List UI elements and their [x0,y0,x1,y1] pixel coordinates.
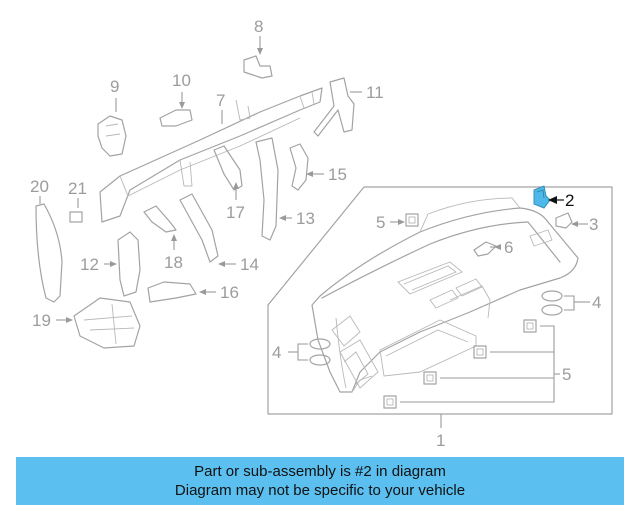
banner-line-part: Part or sub-assembly is #2 in diagram [194,463,446,480]
callout-1: 1 [436,431,445,450]
part-19-drawing [73,297,141,349]
callout-3: 3 [589,215,598,234]
part-9-drawing [97,115,127,157]
part-21-drawing [69,211,83,223]
callout-13: 13 [296,209,315,228]
callout-16: 16 [220,283,239,302]
part-1-group-box [267,186,613,415]
part-6-drawing [473,241,497,257]
callout-4-right: 4 [592,293,601,312]
callout-19: 19 [32,311,51,330]
callout-15: 15 [328,165,347,184]
part-10-drawing [159,109,193,127]
part-5-clips-lower [383,319,537,409]
part-5-clip-upper [405,213,419,227]
part-7-cross-beam [99,87,323,223]
part-8-drawing [243,55,273,79]
part-11-drawing [313,77,355,137]
callout-17: 17 [226,203,245,222]
instrument-panel-drawing [311,197,579,393]
part-14-drawing [179,193,219,263]
callout-5-upper: 5 [376,213,385,232]
part-2-highlighted [533,185,551,209]
parts-diagram: 1 2 3 4 4 5 5 6 7 8 9 10 11 12 13 14 15 … [30,17,613,450]
callout-7: 7 [216,91,225,110]
callout-12: 12 [80,255,99,274]
callout-8: 8 [254,17,263,36]
part-18-drawing [143,205,177,233]
callout-21: 21 [68,179,87,198]
part-13-drawing [255,137,279,241]
part-16-drawing [147,281,197,303]
callout-18: 18 [164,253,183,272]
callout-2: 2 [565,191,574,210]
part-3-drawing [555,212,573,229]
callout-10: 10 [172,71,191,90]
callout-5-lower: 5 [562,365,571,384]
info-banner: Part or sub-assembly is #2 in diagram Di… [16,457,624,505]
part-12-drawing [117,231,141,297]
callout-9: 9 [110,77,119,96]
part-4-grommet-right-a [541,290,563,302]
part-4-grommet-right-b [541,304,563,316]
part-20-drawing [35,203,63,303]
callout-11: 11 [366,83,384,102]
part-15-drawing [289,143,309,191]
part-17-drawing [213,145,243,191]
callout-6: 6 [504,238,513,257]
callout-14: 14 [240,255,259,274]
part-4-grommet-left-b [309,354,331,366]
banner-line-disclaimer: Diagram may not be specific to your vehi… [174,482,466,499]
part-4-grommet-left-a [309,338,331,350]
callout-4-left: 4 [272,343,281,362]
callout-20: 20 [30,177,49,196]
